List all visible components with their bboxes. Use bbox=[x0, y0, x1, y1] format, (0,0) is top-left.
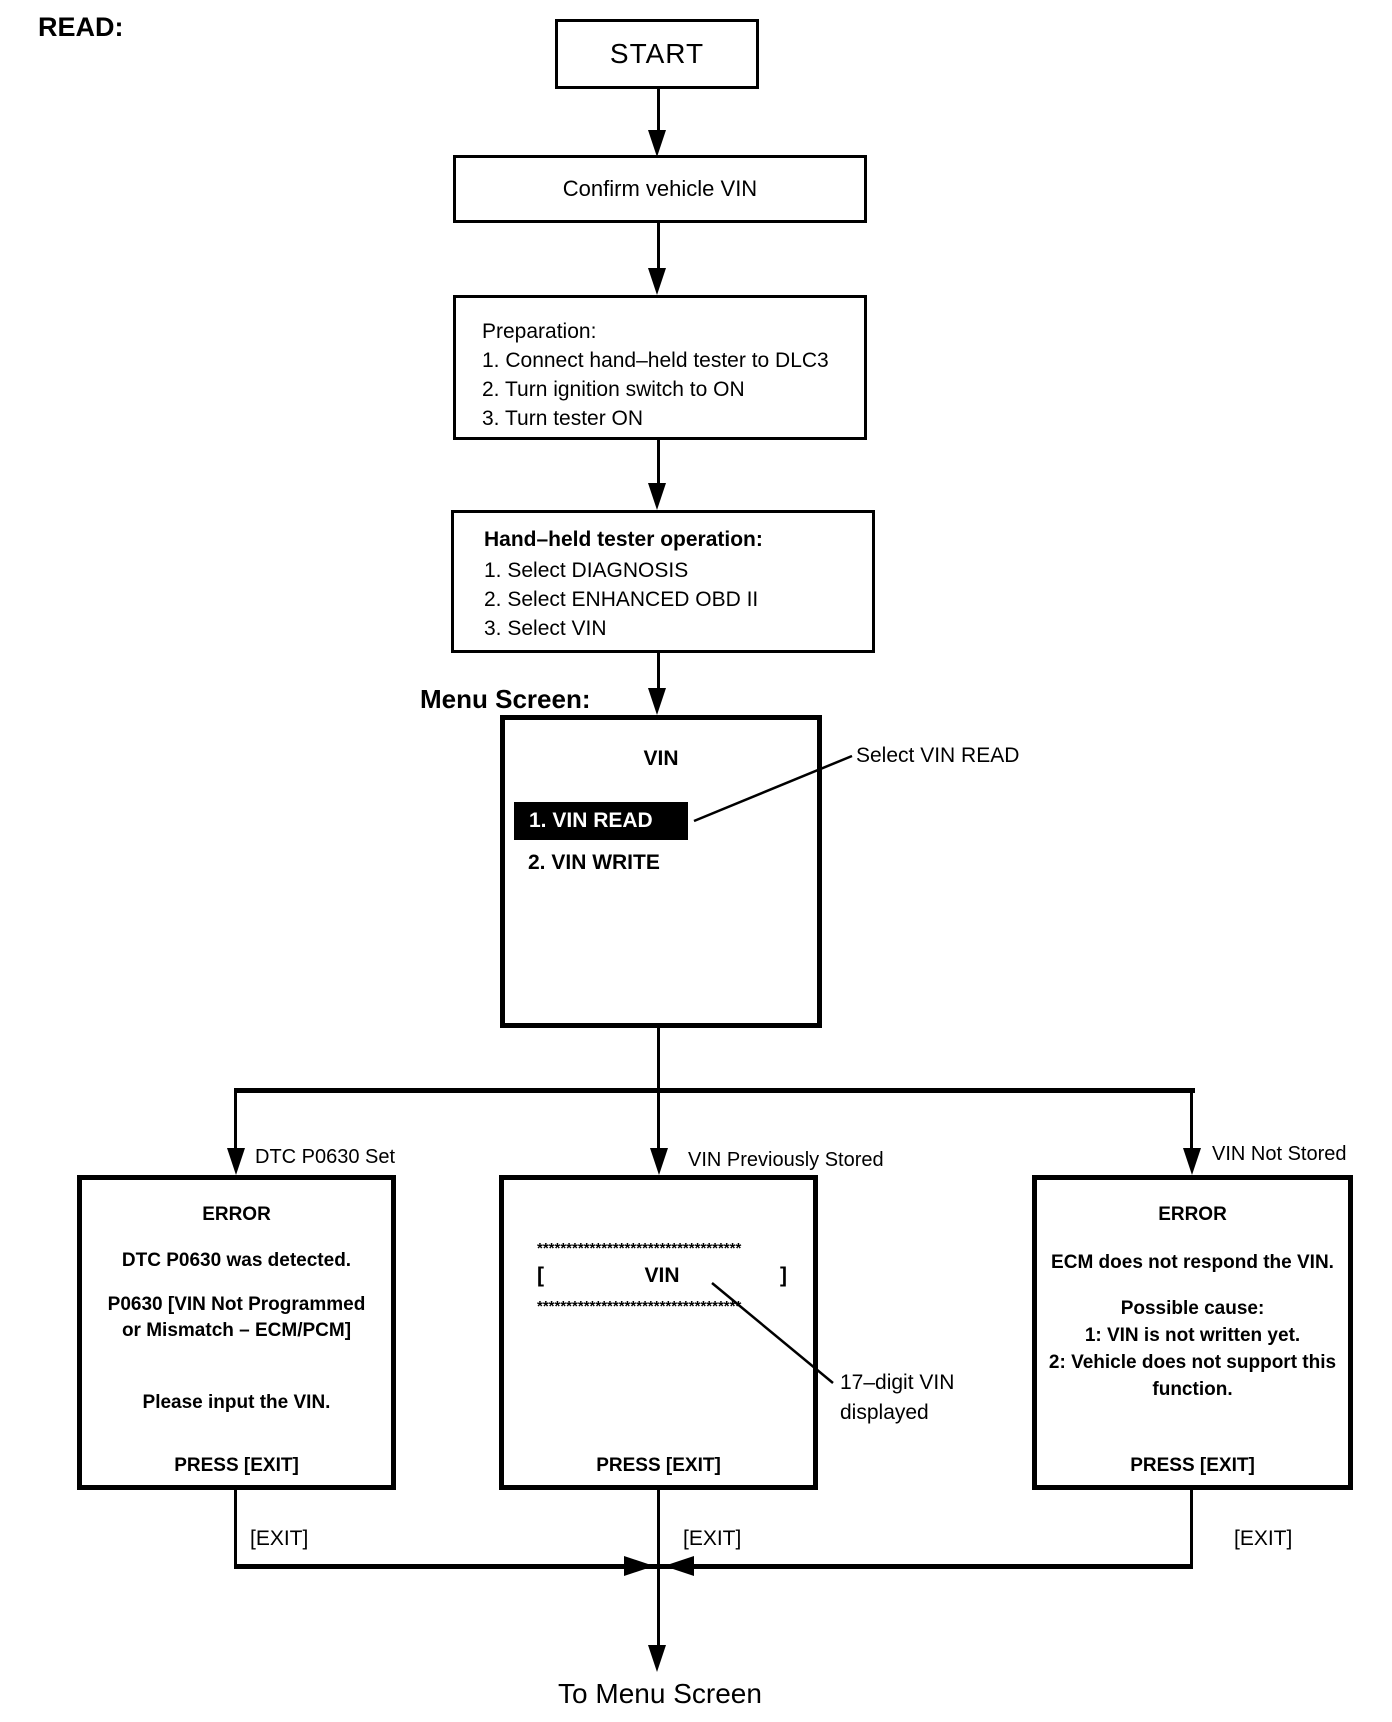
branch-line bbox=[234, 1088, 1195, 1093]
bracket-open: [ bbox=[537, 1264, 544, 1287]
error-title: ERROR bbox=[1158, 1204, 1227, 1225]
error-text: Please input the VIN. bbox=[142, 1392, 331, 1413]
vin-digit-callout-line1: 17–digit VIN bbox=[840, 1371, 955, 1394]
branch-drop-middle bbox=[657, 1093, 660, 1148]
flow-line bbox=[657, 89, 660, 131]
select-vin-read-callout: Select VIN READ bbox=[856, 744, 1020, 767]
exit-label-right: [EXIT] bbox=[1234, 1527, 1293, 1550]
error-text: 2: Vehicle does not support this bbox=[1048, 1352, 1337, 1373]
preparation-box: Preparation: 1. Connect hand–held tester… bbox=[453, 295, 867, 440]
press-exit-text: PRESS [EXIT] bbox=[1130, 1455, 1255, 1476]
flow-line bbox=[657, 1028, 660, 1092]
branch-drop-left bbox=[234, 1093, 237, 1148]
press-exit-text: PRESS [EXIT] bbox=[596, 1455, 721, 1476]
menu-title: VIN bbox=[643, 747, 679, 770]
branch-label-vin-stored: VIN Previously Stored bbox=[688, 1149, 884, 1171]
error-text: or Mismatch – ECM/PCM] bbox=[121, 1320, 352, 1341]
menu-screen-label: Menu Screen: bbox=[420, 684, 591, 714]
exit-line-left bbox=[234, 1490, 237, 1568]
start-box: START bbox=[555, 19, 759, 89]
error-text: 1: VIN is not written yet. bbox=[1084, 1325, 1301, 1346]
arrow-down-icon bbox=[648, 130, 666, 157]
preparation-step: 1. Connect hand–held tester to DLC3 bbox=[482, 349, 829, 372]
menu-item-vin-write: 2. VIN WRITE bbox=[528, 851, 660, 874]
vin-display-box: *********************************** [ VI… bbox=[499, 1175, 818, 1490]
error-text: DTC P0630 was detected. bbox=[121, 1250, 352, 1271]
exit-line-middle bbox=[657, 1490, 660, 1568]
preparation-step: 2. Turn ignition switch to ON bbox=[482, 378, 745, 401]
arrow-down-icon bbox=[648, 1645, 666, 1672]
tester-operation-box: Hand–held tester operation: 1. Select DI… bbox=[451, 510, 875, 653]
error-text: function. bbox=[1152, 1379, 1233, 1400]
arrow-down-icon bbox=[1183, 1148, 1201, 1175]
arrow-down-icon bbox=[227, 1148, 245, 1175]
menu-item-vin-read-selected: 1. VIN READ bbox=[514, 802, 688, 840]
asterisk-row: *********************************** bbox=[537, 1240, 742, 1257]
tester-step: 1. Select DIAGNOSIS bbox=[484, 559, 689, 582]
converge-line bbox=[234, 1564, 1193, 1569]
arrow-down-icon bbox=[648, 268, 666, 295]
error-box-vin-not-stored: ERROR ECM does not respond the VIN. Poss… bbox=[1032, 1175, 1353, 1490]
flow-line bbox=[657, 653, 660, 688]
page-title: READ: bbox=[38, 12, 124, 42]
press-exit-text: PRESS [EXIT] bbox=[174, 1455, 299, 1476]
vin-digit-callout-line2: displayed bbox=[840, 1401, 929, 1424]
tester-step: 3. Select VIN bbox=[484, 617, 607, 640]
tester-operation-title: Hand–held tester operation: bbox=[484, 528, 763, 551]
preparation-step: 3. Turn tester ON bbox=[482, 407, 644, 430]
vin-bracket-row: [ VIN ] bbox=[537, 1264, 787, 1288]
bracket-close: ] bbox=[779, 1264, 787, 1287]
flow-line bbox=[657, 1569, 660, 1645]
to-menu-screen-label: To Menu Screen bbox=[558, 1678, 762, 1709]
arrow-left-icon bbox=[664, 1556, 694, 1576]
asterisk-row: *********************************** bbox=[537, 1298, 742, 1315]
error-text: P0630 [VIN Not Programmed bbox=[107, 1294, 366, 1315]
branch-drop-right bbox=[1190, 1093, 1193, 1148]
confirm-vin-label: Confirm vehicle VIN bbox=[562, 176, 758, 201]
exit-line-right bbox=[1190, 1490, 1193, 1568]
exit-label-middle: [EXIT] bbox=[683, 1527, 742, 1550]
error-box-dtc-p0630: ERROR DTC P0630 was detected. P0630 [VIN… bbox=[77, 1175, 396, 1490]
exit-label-left: [EXIT] bbox=[250, 1527, 309, 1550]
flow-line bbox=[657, 223, 660, 268]
preparation-title: Preparation: bbox=[482, 320, 597, 343]
arrow-down-icon bbox=[648, 483, 666, 510]
arrow-right-icon bbox=[624, 1556, 654, 1576]
error-text: Possible cause: bbox=[1120, 1298, 1265, 1319]
flow-line bbox=[657, 440, 660, 483]
vin-value: VIN bbox=[644, 1264, 680, 1287]
confirm-vin-box: Confirm vehicle VIN bbox=[453, 155, 867, 223]
tester-step: 2. Select ENHANCED OBD II bbox=[484, 588, 759, 611]
branch-label-dtc-set: DTC P0630 Set bbox=[255, 1146, 396, 1168]
error-text: ECM does not respond the VIN. bbox=[1051, 1252, 1334, 1273]
branch-label-vin-not-stored: VIN Not Stored bbox=[1212, 1143, 1347, 1165]
error-title: ERROR bbox=[202, 1204, 271, 1225]
arrow-down-icon bbox=[648, 688, 666, 715]
arrow-down-icon bbox=[650, 1148, 668, 1175]
start-label: START bbox=[609, 38, 705, 69]
